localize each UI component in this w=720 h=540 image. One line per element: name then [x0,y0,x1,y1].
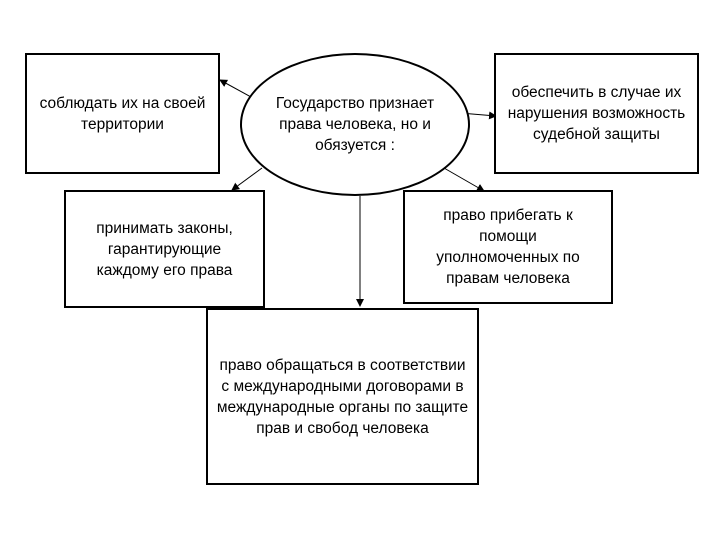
box-mid-left: принимать законы, гарантирующие каждому … [64,190,265,308]
center-ellipse: Государство признает права человека, но … [240,53,470,196]
box-bottom-text: право обращаться в соответствии с междун… [216,356,469,437]
box-top-left: соблюдать их на своей территории [25,53,220,174]
connector-mid-left [231,167,263,191]
connector-mid-right [443,167,485,192]
box-mid-left-text: принимать законы, гарантирующие каждому … [96,219,233,279]
box-top-right-text: обеспечить в случае их нарушения возможн… [507,84,686,143]
box-top-right: обеспечить в случае их нарушения возможн… [494,53,699,174]
box-mid-right: право прибегать к помощи уполномоченных … [403,190,613,304]
box-bottom: право обращаться в соответствии с междун… [206,308,479,485]
box-mid-right-text: право прибегать к помощи уполномоченных … [436,207,580,287]
box-top-left-text: соблюдать их на своей территории [39,94,206,133]
center-text: Государство признает права человека, но … [275,95,435,154]
